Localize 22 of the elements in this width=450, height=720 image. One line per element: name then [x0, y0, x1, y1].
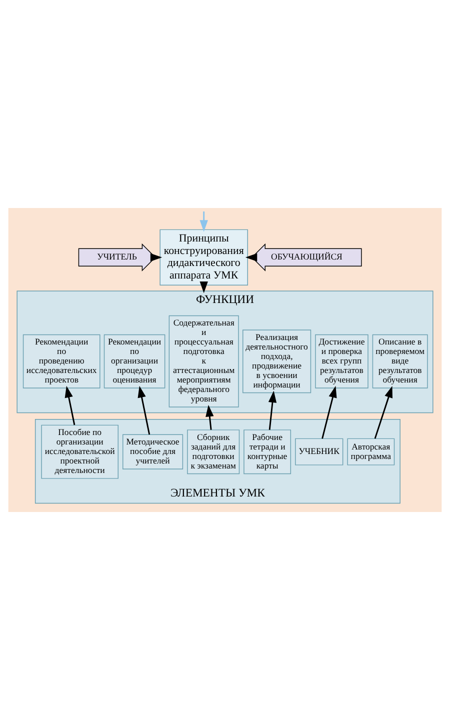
arrow: [245, 253, 258, 262]
node-box: Содержательная и процессуальная подготовка к аттестационным мероприятиям федерального уровня: [168, 315, 239, 408]
arrow: [200, 211, 208, 232]
arrow: [138, 386, 150, 435]
node-box: Рабочие тетради и контурные карты: [244, 430, 292, 474]
arrow: [150, 253, 162, 262]
node-box: Рекомендации по проведению исследовательских проектов: [22, 334, 100, 388]
arrow: [322, 386, 337, 439]
arrow: [374, 386, 392, 439]
node-box: Авторская программа: [347, 438, 395, 466]
node-box: Реализация деятельностного подхода, продвижение в усвоении информации: [242, 330, 312, 394]
node-box: Методическое пособие для учителей: [122, 434, 184, 470]
arrow: [200, 281, 208, 294]
arrow: [64, 386, 76, 426]
arrow: [206, 404, 214, 430]
node-box: УЧЕБНИК: [295, 438, 344, 466]
node-box: Описание в проверяемом виде результатов обучения: [372, 334, 428, 388]
arrow: [268, 390, 277, 430]
node-box: Рекомендации по организации процедур оценивания: [104, 334, 166, 388]
node-box: Сборник заданий для подготовки к экзаменам: [187, 430, 240, 474]
node-box: Пособие по организации исследовательской проектной деятельности: [41, 424, 118, 479]
node-box: Достижение и проверка всех групп результатов обучения: [315, 334, 368, 388]
